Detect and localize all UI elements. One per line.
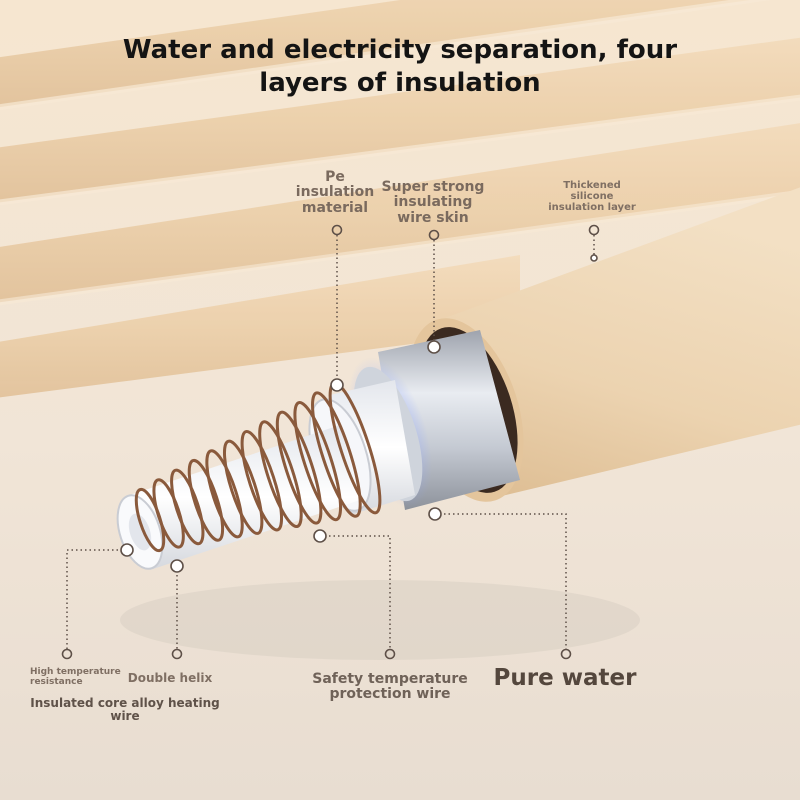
helix-coil bbox=[275, 410, 323, 525]
helix-coil bbox=[258, 420, 303, 529]
label-insulated-core-heating-wire: Insulated core alloy heating wire bbox=[30, 696, 220, 724]
label-thickened-silicone-layer: Thickened silicone insulation layer bbox=[548, 180, 636, 213]
label-safety-temperature-wire: Safety temperature protection wire bbox=[312, 671, 468, 703]
helix-coil bbox=[293, 401, 343, 522]
label-super-strong-wire-skin: Super strong insulating wire skin bbox=[381, 179, 485, 226]
helix-coil bbox=[240, 429, 284, 532]
helix-coil bbox=[170, 468, 205, 546]
page-title: Water and electricity separation, four l… bbox=[122, 35, 678, 98]
label-double-helix: Double helix bbox=[127, 671, 213, 685]
helix-coil bbox=[222, 439, 264, 535]
label-pe-insulation-material: Pe insulation material bbox=[295, 169, 375, 216]
label-high-temperature-resistance: High temperature resistance bbox=[30, 667, 121, 687]
callout-markers bbox=[61, 224, 600, 660]
background-tubes bbox=[0, 0, 800, 398]
label-pure-water: Pure water bbox=[493, 665, 637, 691]
helix-coil bbox=[311, 391, 362, 518]
helix-coil bbox=[187, 458, 225, 542]
helix-coil bbox=[205, 449, 244, 539]
